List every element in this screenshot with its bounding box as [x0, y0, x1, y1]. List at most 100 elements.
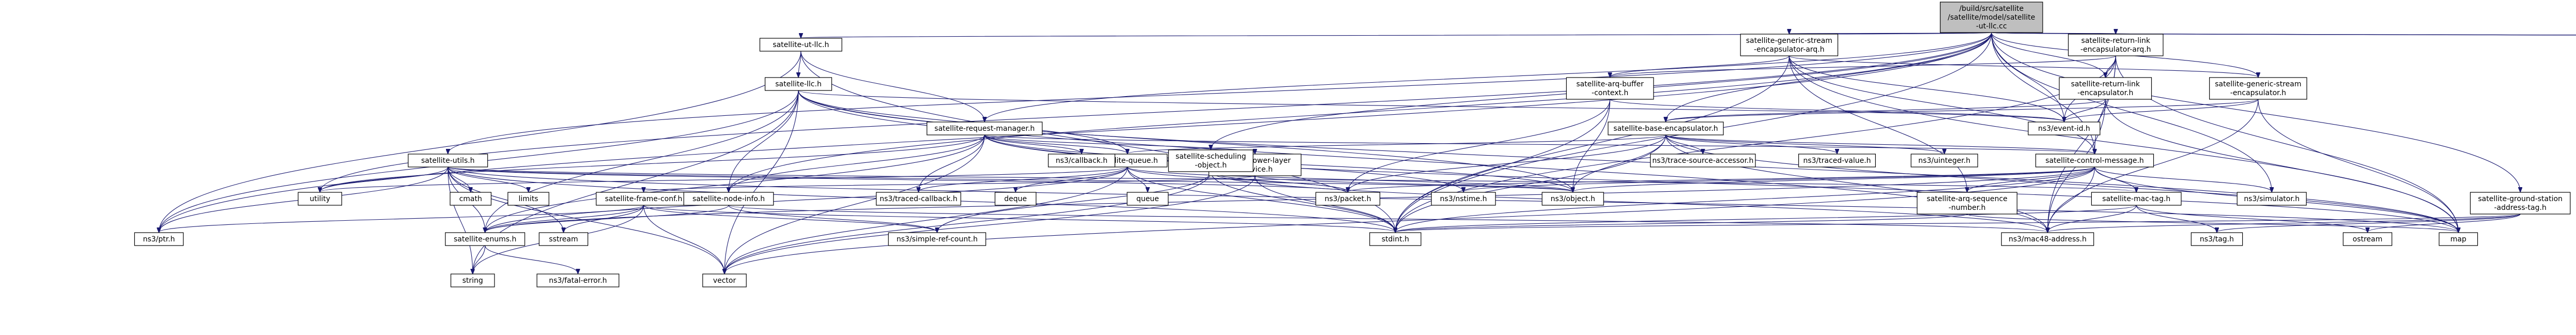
- node-label-line: satellite-generic-stream: [1746, 37, 1832, 45]
- node-sstream[interactable]: sstream: [538, 232, 589, 246]
- node-label-line: -encapsulator.h: [2077, 89, 2133, 97]
- edge-lower_layer-to-frame_conf: [643, 175, 1256, 192]
- node-ns3-packet[interactable]: ns3/packet.h: [1315, 192, 1380, 206]
- node-mac-tag[interactable]: satellite-mac-tag.h: [2091, 192, 2182, 206]
- node-ns3-traced-callback[interactable]: ns3/traced-callback.h: [876, 192, 961, 206]
- node-label-line: satellite-return-link: [2081, 37, 2151, 45]
- edge-request_manager-to-utility: [320, 134, 985, 192]
- node-label-line: satellite-return-link: [2071, 80, 2140, 88]
- edge-arq_buffer-to-ns3_packet: [1348, 99, 1611, 192]
- edge-frame_conf-to-ns3_ptr: [159, 205, 644, 232]
- node-arq-sequence[interactable]: satellite-arq-sequence-number.h: [1917, 192, 2017, 215]
- node-utils-h[interactable]: satellite-utils.h: [408, 154, 488, 168]
- node-scheduling-obj[interactable]: satellite-scheduling-object.h: [1168, 149, 1254, 172]
- node-label-line: ns3/callback.h: [1056, 157, 1107, 165]
- node-ns3-ptr[interactable]: ns3/ptr.h: [134, 232, 184, 246]
- node-ostream[interactable]: ostream: [2342, 232, 2393, 246]
- edge-arq_sequence-to-map: [1967, 214, 2459, 232]
- edge-enums_h-to-ns3_fatal_error: [485, 245, 578, 273]
- edge-scheduling_obj-to-ns3_mac48: [1210, 171, 2047, 232]
- node-ns3-fatal-error[interactable]: ns3/fatal-error.h: [536, 273, 620, 287]
- edge-frame_conf-to-vector: [643, 205, 724, 273]
- node-label-line: ns3/uinteger.h: [1918, 157, 1970, 165]
- node-label-line: ns3/nstime.h: [1440, 195, 1487, 203]
- edge-control_message-to-vector: [724, 166, 2095, 273]
- node-label-line: satellite-frame-conf.h: [605, 195, 683, 203]
- node-ns3-simple-ref[interactable]: ns3/simple-ref-count.h: [888, 232, 986, 246]
- node-deque[interactable]: deque: [994, 192, 1037, 206]
- node-label-line: ns3/event-id.h: [2038, 125, 2090, 133]
- edge-ground_station_tag-to-ns3_tag: [2217, 214, 2521, 232]
- edge-request_manager-to-vector: [724, 134, 985, 273]
- edge-frame_conf-to-enums_h: [485, 205, 644, 232]
- edge-mac_tag-to-ostream: [2136, 205, 2367, 232]
- node-ns3-traced-value[interactable]: ns3/traced-value.h: [1798, 154, 1876, 168]
- node-arq-buffer[interactable]: satellite-arq-buffer-context.h: [1566, 77, 1654, 100]
- node-label-line: limits: [519, 195, 538, 203]
- edge-base_enc-to-queue_h: [1128, 134, 1667, 154]
- edge-lower_layer-to-vector: [724, 175, 1256, 273]
- node-label-line: queue: [1136, 195, 1159, 203]
- edge-queue_h-to-vector: [724, 166, 1128, 273]
- edge-control_message-to-enums_h: [485, 166, 2095, 232]
- edge-root-to-ns3_pointer: [1991, 32, 2576, 36]
- edge-return_link_arq-to-return_link_enc: [2105, 55, 2116, 77]
- node-label-line: -number.h: [1949, 204, 1986, 212]
- edge-frame_conf-to-stdint: [643, 205, 1395, 232]
- node-label-line: ns3/ptr.h: [143, 235, 175, 243]
- node-label-line: ns3/simulator.h: [2244, 195, 2300, 203]
- node-ut-llc-h[interactable]: satellite-ut-llc.h: [759, 38, 842, 52]
- edge-root-to-node_info: [729, 32, 1992, 192]
- node-label-line: satellite-utils.h: [421, 157, 475, 165]
- edge-scheduling_obj-to-vector: [724, 171, 1211, 273]
- node-gen-stream-enc[interactable]: satellite-generic-stream-encapsulator.h: [2209, 77, 2307, 100]
- edge-gen_stream_arq-to-gen_stream_enc: [1788, 55, 2258, 77]
- edge-llc_h-to-map: [798, 90, 2458, 232]
- node-request-manager[interactable]: satellite-request-manager.h: [927, 121, 1043, 135]
- node-cmath[interactable]: cmath: [450, 192, 492, 206]
- node-label-line: satellite-ut-llc.h: [773, 41, 829, 49]
- node-ns3-callback[interactable]: ns3/callback.h: [1047, 154, 1116, 168]
- node-label-line: ns3/packet.h: [1324, 195, 1371, 203]
- node-limits[interactable]: limits: [507, 192, 549, 206]
- node-control-message[interactable]: satellite-control-message.h: [2035, 154, 2154, 168]
- node-return-link-enc[interactable]: satellite-return-link-encapsulator.h: [2059, 77, 2152, 100]
- node-ns3-event-id[interactable]: ns3/event-id.h: [2028, 121, 2101, 135]
- edge-arq_sequence-to-stdint: [1395, 214, 1968, 232]
- node-gen-stream-arq[interactable]: satellite-generic-stream-encapsulator-ar…: [1740, 34, 1839, 56]
- node-node-info[interactable]: satellite-node-info.h: [683, 192, 774, 206]
- node-queue[interactable]: queue: [1127, 192, 1169, 206]
- edge-control_message-to-ns3_simulator: [2094, 166, 2272, 192]
- node-label-line: -address-tag.h: [2494, 204, 2546, 212]
- node-enums-h[interactable]: satellite-enums.h: [445, 232, 526, 246]
- node-ns3-nstime[interactable]: ns3/nstime.h: [1431, 192, 1496, 206]
- node-ns3-uinteger[interactable]: ns3/uinteger.h: [1910, 154, 1978, 168]
- node-ns3-simulator[interactable]: ns3/simulator.h: [2236, 192, 2307, 206]
- node-stdint[interactable]: stdint.h: [1369, 232, 1422, 246]
- edge-node_info-to-ns3_simple_ref: [728, 205, 937, 232]
- edge-request_manager-to-node_info: [729, 134, 985, 192]
- node-vector[interactable]: vector: [702, 273, 747, 287]
- edge-control_message-to-ns3_object: [1573, 166, 2095, 192]
- node-return-link-arq[interactable]: satellite-return-link-encapsulator-arq.h: [2068, 34, 2164, 56]
- node-frame-conf[interactable]: satellite-frame-conf.h: [596, 192, 691, 206]
- node-llc-h[interactable]: satellite-llc.h: [764, 77, 832, 91]
- node-string[interactable]: string: [450, 273, 495, 287]
- node-label-line: sstream: [549, 235, 578, 243]
- node-ns3-tag[interactable]: ns3/tag.h: [2191, 232, 2243, 246]
- edge-arq_buffer-to-ns3_event_id: [1610, 99, 2064, 121]
- node-ns3-trace-source[interactable]: ns3/trace-source-accessor.h: [1650, 154, 1756, 168]
- node-label-line: /satellite/model/satellite: [1948, 13, 2035, 22]
- edge-utils_h-to-mac_tag: [448, 166, 2136, 192]
- node-ns3-mac48[interactable]: ns3/mac48-address.h: [2001, 232, 2094, 246]
- edge-queue_h-to-ns3_traced_callback: [919, 166, 1128, 192]
- node-base-enc[interactable]: satellite-base-encapsulator.h: [1608, 121, 1724, 135]
- node-ground-station-tag[interactable]: satellite-ground-station-address-tag.h: [2470, 192, 2571, 215]
- nodes: /build/src/satellite/satellite/model/sat…: [134, 2, 2571, 287]
- edge-mac_tag-to-stdint: [1395, 205, 2137, 232]
- node-map[interactable]: map: [2439, 232, 2478, 246]
- node-root[interactable]: /build/src/satellite/satellite/model/sat…: [1940, 2, 2043, 33]
- node-ns3-object[interactable]: ns3/object.h: [1541, 192, 1604, 206]
- node-utility[interactable]: utility: [298, 192, 342, 206]
- edge-ut_llc_h-to-ns3_ptr: [159, 51, 801, 232]
